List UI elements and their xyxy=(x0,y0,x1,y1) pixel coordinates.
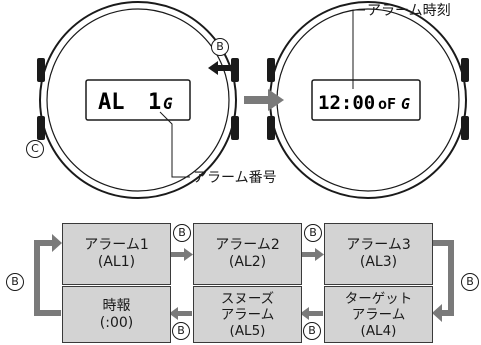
flow-arrow-6-1-head xyxy=(52,234,62,252)
flow-box-alarm1: アラーム1 (AL1) xyxy=(62,223,171,285)
flow-b-label-5: B xyxy=(172,322,190,340)
callout-alarm-number: アラーム番号 xyxy=(193,170,277,186)
flow-arrow-5-6 xyxy=(178,311,192,316)
left-button-tab-lower-right xyxy=(231,116,239,140)
flow-box-alarm3-line1: アラーム3 xyxy=(346,237,411,253)
flow-box-target-line3: (AL4) xyxy=(360,322,397,339)
flow-arrow-5-6-head xyxy=(169,307,178,320)
right-button-tab-upper-right xyxy=(461,58,469,82)
right-button-tab-lower-right xyxy=(461,116,469,140)
flow-b-label-2: B xyxy=(304,224,322,242)
flow-box-alarm1-line2: (AL1) xyxy=(97,254,136,270)
flow-box-alarm1-line1: アラーム1 xyxy=(84,237,149,253)
flow-arrow-3-4-head xyxy=(432,304,442,322)
flow-arrow-1-2-head xyxy=(184,248,193,261)
flow-box-alarm2-line2: (AL2) xyxy=(228,254,267,270)
flow-arrow-3-4-h2 xyxy=(442,310,454,316)
button-b-label: B xyxy=(211,38,229,56)
flow-box-snooze-line3: (AL5) xyxy=(229,322,266,339)
left-lcd-icon: G xyxy=(163,94,173,113)
flow-arrow-6-1-v xyxy=(34,240,40,316)
left-lcd-number: 1 xyxy=(148,90,161,115)
right-lcd-onoff: oF xyxy=(378,95,396,113)
flow-box-alarm2: アラーム2 (AL2) xyxy=(193,223,302,285)
flow-arrow-3-4-v xyxy=(448,240,454,316)
flow-box-target-alarm: ターゲット アラーム (AL4) xyxy=(324,286,433,343)
left-watch: AL 1 G xyxy=(37,1,239,199)
flow-arrow-2-3 xyxy=(301,252,315,257)
flow-box-hourly-signal: 時報 (:00) xyxy=(62,286,171,343)
flow-box-target-line2: アラーム xyxy=(351,306,406,323)
flow-arrow-4-5-head xyxy=(300,307,309,320)
flow-box-snooze-alarm: スヌーズ アラーム (AL5) xyxy=(193,286,302,343)
flow-b-label-6: B xyxy=(6,273,24,291)
right-button-tab-upper-left xyxy=(267,58,275,82)
flow-box-alarm3: アラーム3 (AL3) xyxy=(324,223,433,285)
transition-arrow-icon xyxy=(244,89,284,111)
flow-arrow-6-1-h1 xyxy=(34,310,61,316)
callout-alarm-time: アラーム時刻 xyxy=(367,3,451,19)
press-arrow-icon xyxy=(208,61,231,75)
flow-box-alarm2-line1: アラーム2 xyxy=(215,237,280,253)
flow-box-snooze-line2: アラーム xyxy=(220,306,275,323)
flow-arrow-1-2 xyxy=(170,252,184,257)
flow-box-hourly-line2: (:00) xyxy=(99,314,134,331)
flow-box-snooze-line1: スヌーズ xyxy=(220,290,275,307)
flow-box-hourly-line1: 時報 xyxy=(102,297,131,314)
flow-arrows xyxy=(34,234,454,322)
left-button-tab-upper-right xyxy=(231,58,239,82)
flow-arrow-3-4-h1 xyxy=(432,240,454,246)
right-watch: 12:00 oF G xyxy=(267,1,469,199)
flow-arrow-6-1-h2 xyxy=(34,240,52,246)
flow-b-label-1: B xyxy=(173,224,191,242)
left-lcd xyxy=(85,79,191,121)
flow-arrow-2-3-head xyxy=(315,248,324,261)
flow-box-target-line1: ターゲット xyxy=(344,290,413,307)
right-lcd-icon: G xyxy=(401,95,410,113)
flow-b-label-4: B xyxy=(303,322,321,340)
button-c-label: C xyxy=(26,140,44,158)
flow-box-alarm3-line2: (AL3) xyxy=(359,254,398,270)
left-button-tab-lower-left xyxy=(37,116,45,140)
left-button-tab-upper-left xyxy=(37,58,45,82)
flow-b-label-3: B xyxy=(461,273,479,291)
callout-alarm-number-line xyxy=(159,111,190,178)
callout-alarm-time-line xyxy=(352,9,365,89)
right-lcd-time: 12:00 xyxy=(318,92,375,114)
right-lcd xyxy=(311,79,421,121)
left-lcd-al: AL xyxy=(98,90,125,115)
flow-arrow-4-5 xyxy=(309,311,323,316)
right-button-tab-lower-left xyxy=(267,116,275,140)
